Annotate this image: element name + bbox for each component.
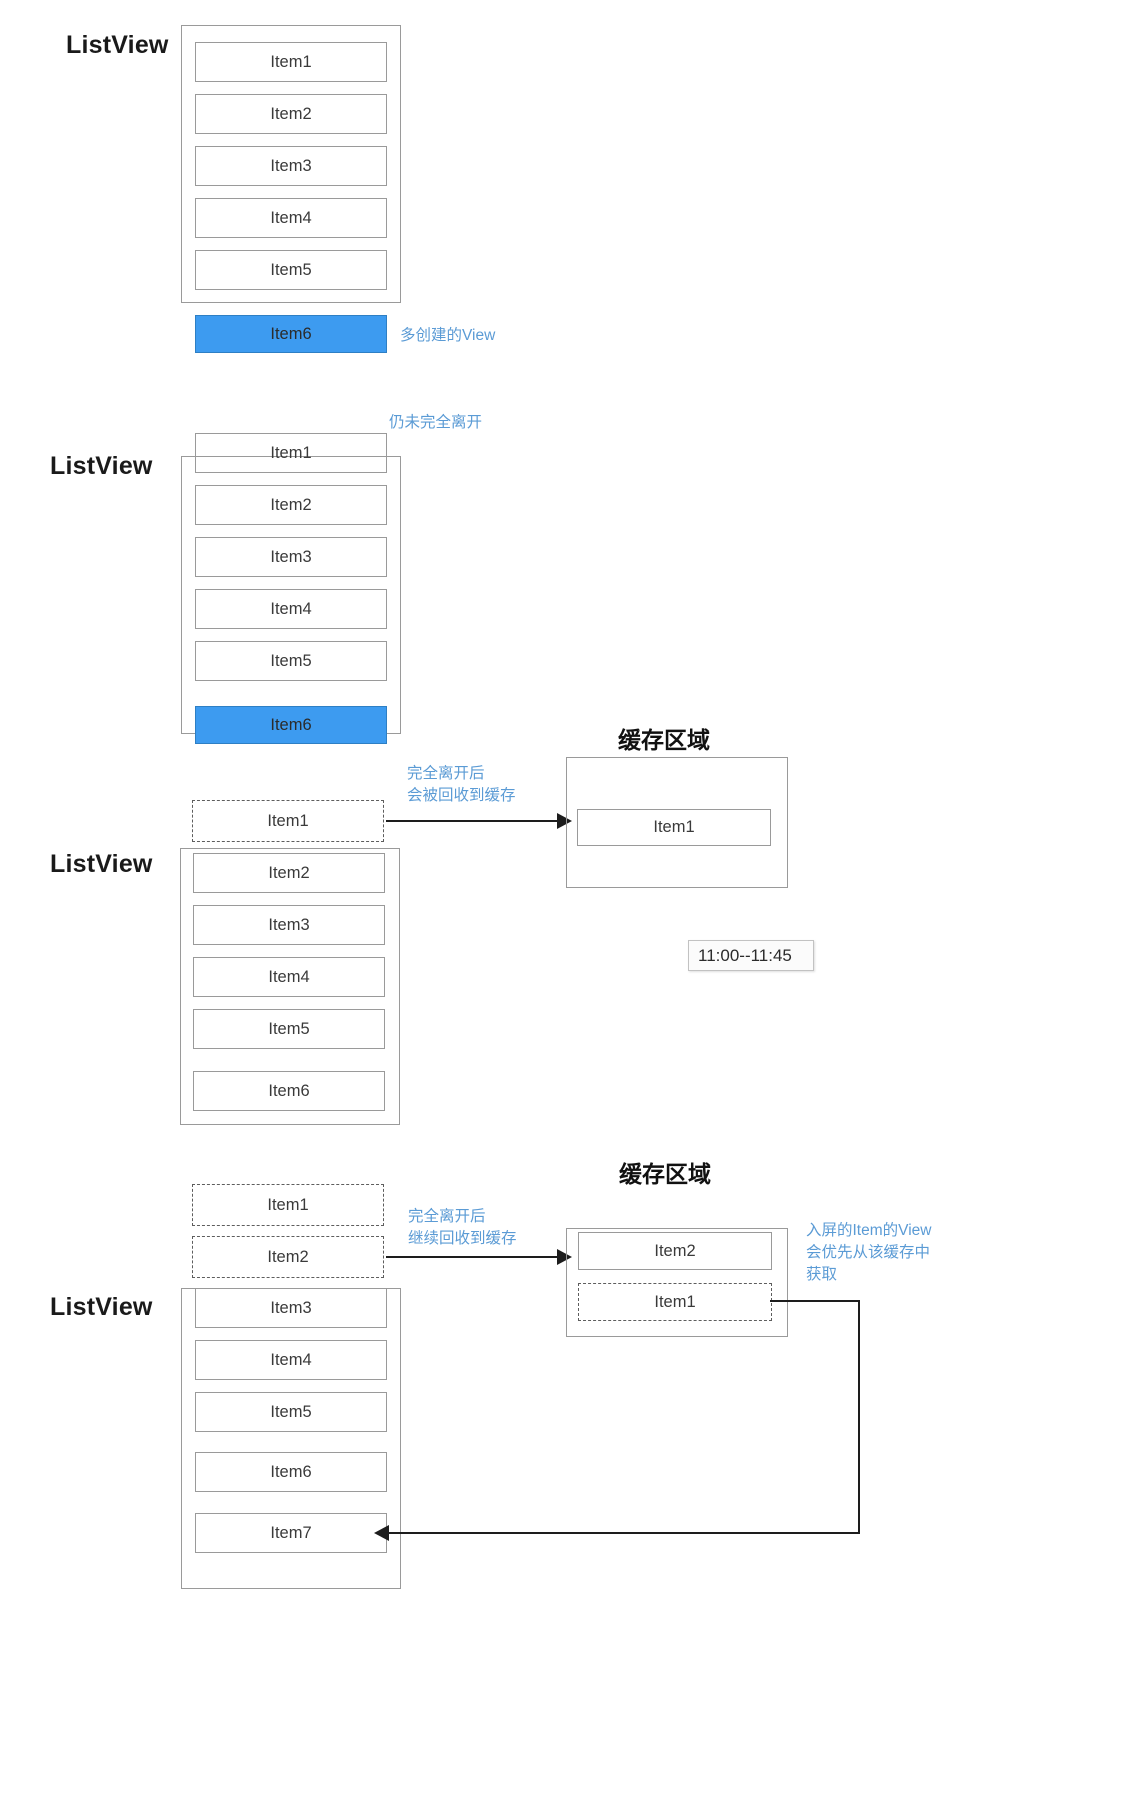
stage3-cache-title: 缓存区域 bbox=[618, 727, 710, 753]
stage3-cache-item-1[interactable]: Item1 bbox=[577, 809, 771, 846]
stage2-item-5[interactable]: Item5 bbox=[195, 641, 387, 681]
stage4-cache-item-2[interactable]: Item1 bbox=[578, 1283, 772, 1321]
stage1-item-1[interactable]: Item1 bbox=[195, 42, 387, 82]
stage4-cache-title: 缓存区域 bbox=[619, 1161, 711, 1187]
stage4-recycled-item-1[interactable]: Item1 bbox=[192, 1184, 384, 1226]
stage2-item-2[interactable]: Item2 bbox=[195, 485, 387, 525]
stage3-item-5[interactable]: Item6 bbox=[193, 1071, 385, 1111]
stage3-listview-label: ListView bbox=[50, 850, 153, 878]
time-range-tooltip: 11:00--11:45 bbox=[688, 940, 814, 971]
stage3-item-3[interactable]: Item4 bbox=[193, 957, 385, 997]
stage4-note: 完全离开后 继续回收到缓存 bbox=[408, 1208, 517, 1247]
stage4-item-2[interactable]: Item4 bbox=[195, 1340, 387, 1380]
stage4-cache-item-1[interactable]: Item2 bbox=[578, 1232, 772, 1270]
stage4-recycle-arrow-line bbox=[386, 1256, 558, 1259]
stage2-note: 仍未完全离开 bbox=[389, 414, 483, 431]
stage3-listview-frame bbox=[180, 848, 400, 1125]
stage3-item-4[interactable]: Item5 bbox=[193, 1009, 385, 1049]
stage1-listview-frame bbox=[181, 25, 401, 303]
stage2-item-3[interactable]: Item3 bbox=[195, 537, 387, 577]
stage4-listview-label: ListView bbox=[50, 1293, 153, 1321]
stage3-cache-frame bbox=[566, 757, 788, 888]
stage2-item-4[interactable]: Item4 bbox=[195, 589, 387, 629]
stage2-listview-label: ListView bbox=[50, 452, 153, 480]
stage3-item-2[interactable]: Item3 bbox=[193, 905, 385, 945]
stage2-item-1[interactable]: Item1 bbox=[195, 433, 387, 473]
stage1-item-5[interactable]: Item5 bbox=[195, 250, 387, 290]
stage4-reuse-arrow-bottom bbox=[388, 1532, 860, 1535]
stage4-reuse-arrow-top bbox=[770, 1300, 860, 1303]
stage1-item-3[interactable]: Item3 bbox=[195, 146, 387, 186]
stage3-note: 完全离开后 会被回收到缓存 bbox=[407, 765, 516, 804]
stage4-item-3[interactable]: Item5 bbox=[195, 1392, 387, 1432]
stage3-recycled-item[interactable]: Item1 bbox=[192, 800, 384, 842]
stage1-item-2[interactable]: Item2 bbox=[195, 94, 387, 134]
stage4-recycled-item-2[interactable]: Item2 bbox=[192, 1236, 384, 1278]
stage4-reuse-arrow-head bbox=[374, 1525, 389, 1541]
stage4-reuse-arrow-vertical bbox=[858, 1300, 861, 1534]
stage4-recycle-arrow-head bbox=[557, 1249, 572, 1265]
stage3-item-1[interactable]: Item2 bbox=[193, 853, 385, 893]
stage1-item-6-extra[interactable]: Item6 bbox=[195, 315, 387, 353]
stage2-item-6-extra[interactable]: Item6 bbox=[195, 706, 387, 744]
stage3-recycle-arrow-head bbox=[557, 813, 572, 829]
stage3-recycle-arrow-line bbox=[386, 820, 558, 823]
stage4-item-4[interactable]: Item6 bbox=[195, 1452, 387, 1492]
stage1-listview-label: ListView bbox=[66, 31, 169, 59]
stage4-item-5[interactable]: Item7 bbox=[195, 1513, 387, 1553]
stage4-item-1[interactable]: Item3 bbox=[195, 1288, 387, 1328]
stage4-cache-frame bbox=[566, 1228, 788, 1337]
stage1-note: 多创建的View bbox=[400, 327, 496, 344]
stage4-reuse-note: 入屏的Item的View 会优先从该缓存中 获取 bbox=[806, 1222, 932, 1283]
stage1-item-4[interactable]: Item4 bbox=[195, 198, 387, 238]
